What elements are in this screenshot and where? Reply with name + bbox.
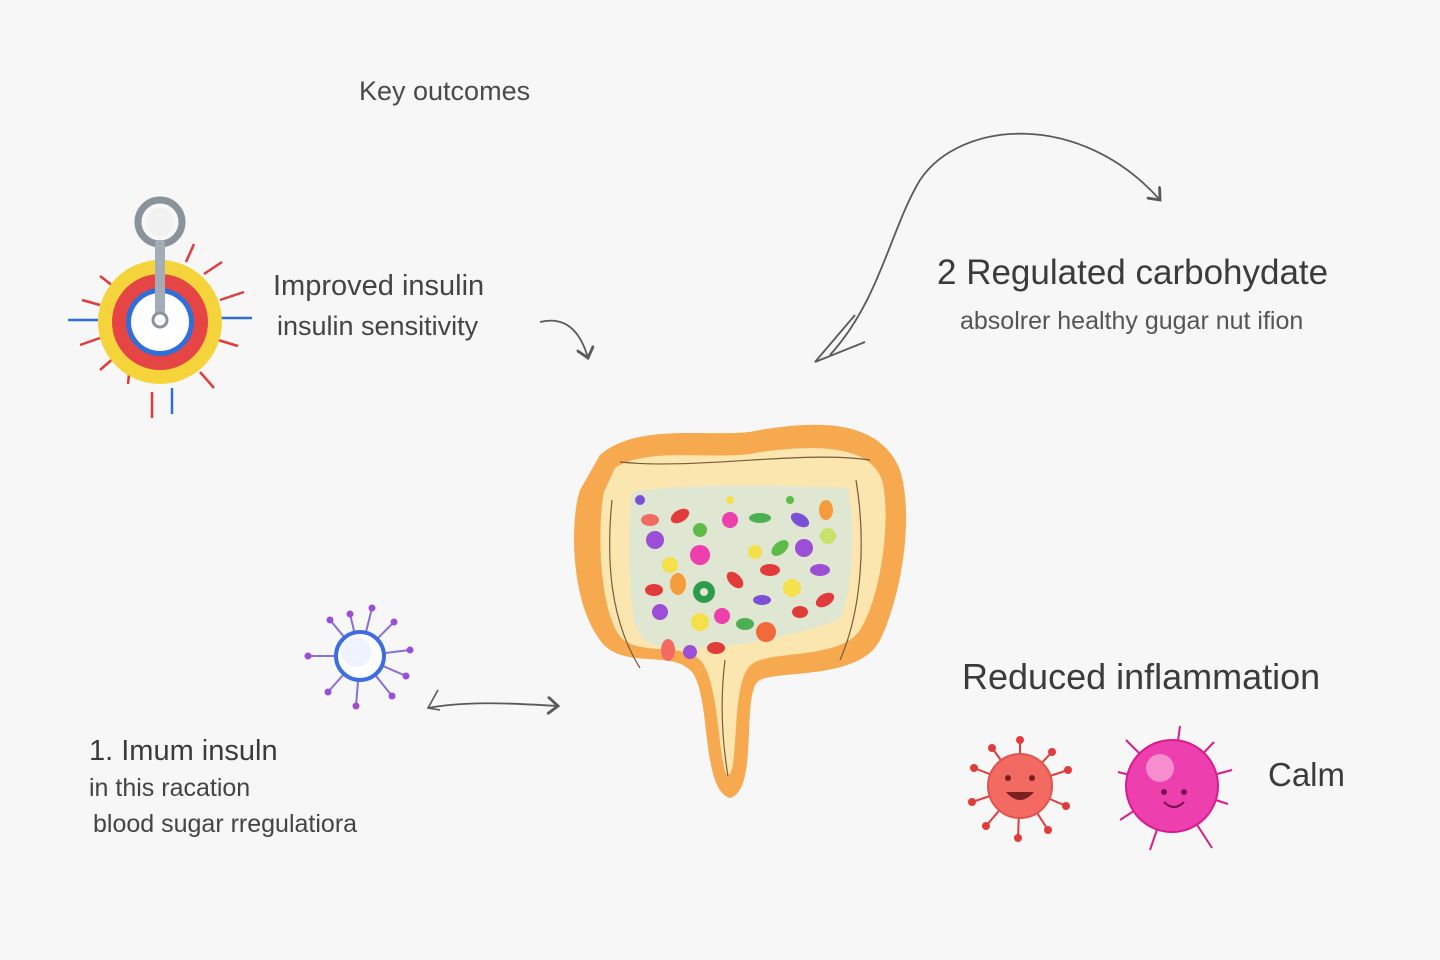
page-title: Key outcomes <box>359 76 531 106</box>
red-microbe-icon <box>968 736 1072 842</box>
insulin-arrow-icon <box>539 319 588 358</box>
calm-label: Calm <box>1268 756 1346 793</box>
immune-line-2: in this racation <box>89 774 251 802</box>
carbohydrate-title: 2 Regulated carbohydate <box>937 253 1329 292</box>
pink-microbe-icon <box>1117 725 1233 851</box>
immune-title: 1. Imum insuln <box>89 735 278 767</box>
insulin-subtitle: insulin sensitivity <box>277 311 479 341</box>
gut-microbiome-icon <box>574 424 907 798</box>
curved-arrow-icon <box>814 132 1160 363</box>
immune-arrow-icon <box>427 703 558 708</box>
insulin-title: Improved insulin <box>273 270 485 302</box>
inflammation-title: Reduced inflammation <box>962 656 1321 697</box>
immune-line-3: blood sugar rregulatiora <box>93 810 358 838</box>
immune-cell-icon <box>304 604 414 710</box>
insulin-lock-icon <box>68 196 252 418</box>
carbohydrate-subtitle: absolrer healthy gugar nut ifion <box>960 307 1304 335</box>
